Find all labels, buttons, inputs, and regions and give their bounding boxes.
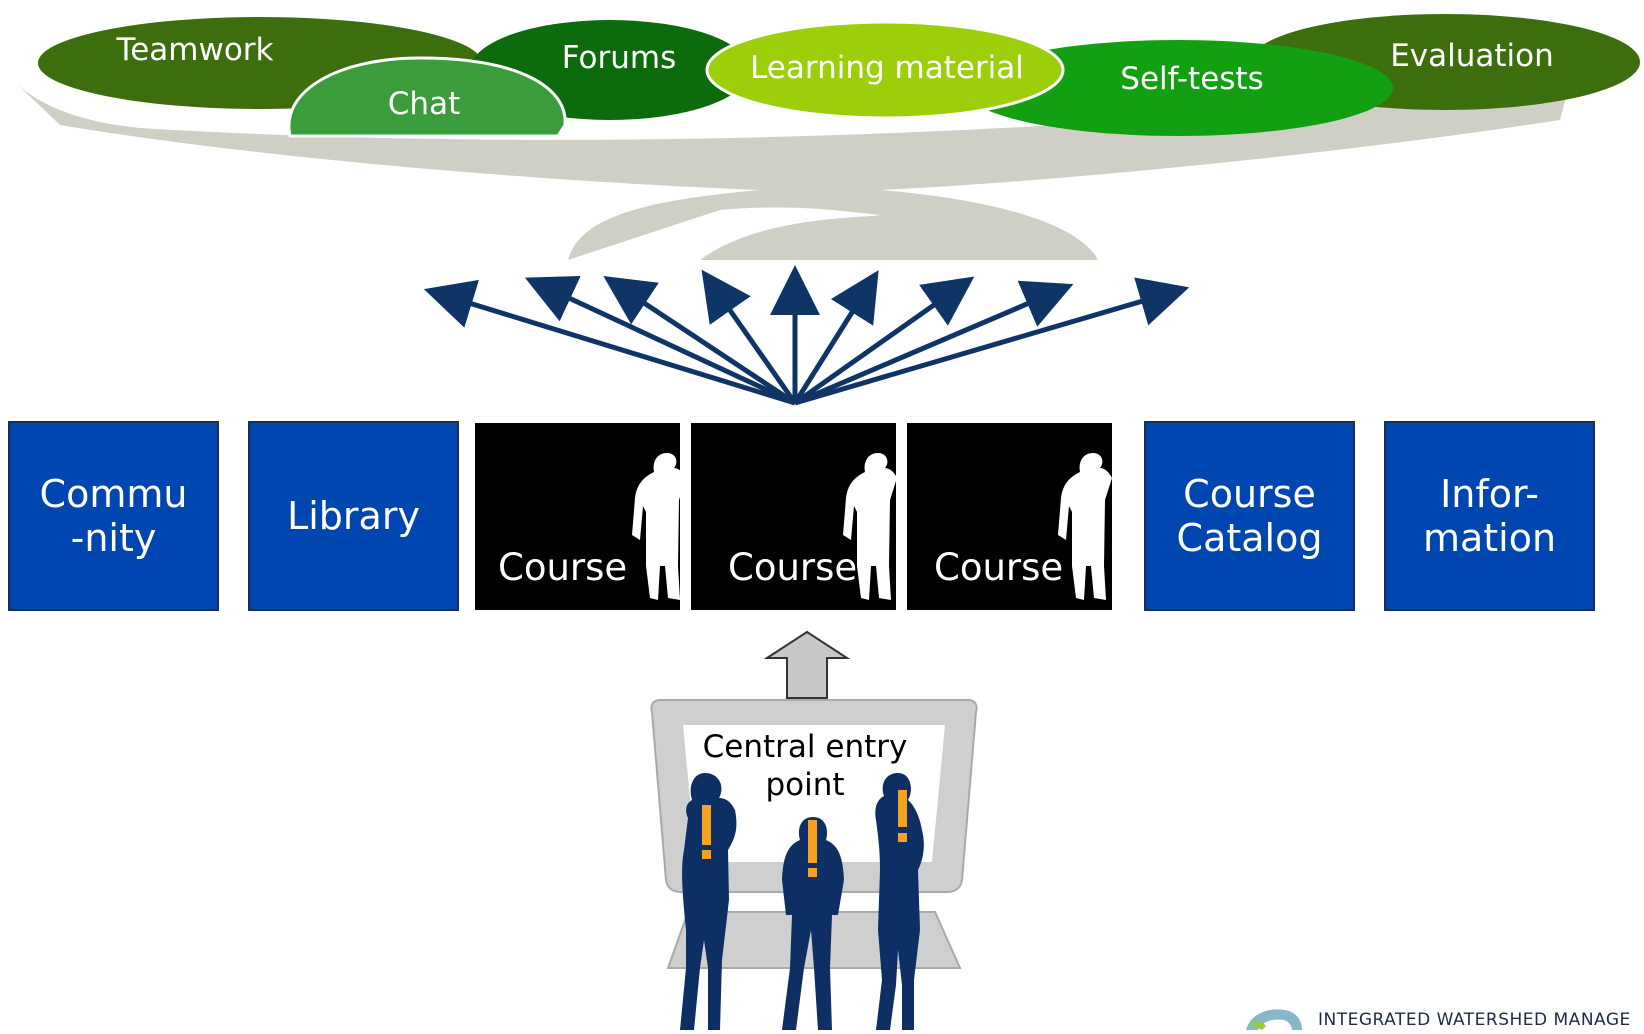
feature-pills	[38, 14, 1640, 138]
pill-learning-material	[705, 20, 1065, 120]
information-label: Infor- mation	[1422, 472, 1557, 560]
up-arrow-icon	[763, 630, 851, 699]
arrow-8	[794, 280, 1074, 406]
exclamation-right-bar	[898, 790, 907, 827]
course-catalog-label: Course Catalog	[1176, 472, 1323, 560]
module-community	[8, 421, 219, 611]
course-label-1: Course	[498, 546, 628, 589]
people-group-icon	[680, 773, 924, 1030]
person-right	[875, 773, 924, 1030]
module-information	[1384, 421, 1595, 611]
pill-chat	[287, 56, 567, 138]
central-entry-label: Central entry point	[702, 729, 908, 803]
course-label-3: Course	[934, 546, 1064, 589]
pill-self-tests	[963, 40, 1393, 136]
person-center	[782, 817, 844, 1030]
label-forums: Forums	[561, 40, 677, 76]
module-library	[248, 421, 459, 611]
person-silhouette-icon	[843, 453, 896, 600]
watershed-logo-icon	[1246, 1009, 1302, 1030]
arrow-3	[603, 275, 797, 406]
label-learning-material: Learning material	[750, 50, 1024, 86]
course-arrows	[423, 265, 1190, 406]
library-label: Library	[287, 494, 420, 538]
community-label: Commu -nity	[39, 472, 188, 560]
exclamation-right-dot	[898, 833, 907, 842]
module-course-catalog	[1144, 421, 1355, 611]
module-course-1	[475, 423, 680, 610]
exclamation-left-bar	[702, 805, 711, 845]
arrow-7	[793, 276, 975, 406]
label-evaluation: Evaluation	[1390, 38, 1554, 74]
arrow-1	[423, 279, 796, 406]
exclamation-center-bar	[808, 820, 817, 863]
person-left	[680, 773, 737, 1030]
arrow-6	[792, 270, 879, 405]
course-label-2: Course	[728, 546, 858, 589]
arrow-4	[701, 269, 798, 405]
person-silhouette-icon	[632, 453, 680, 600]
exclamation-center-dot	[808, 868, 817, 877]
exclamation-marks	[702, 790, 907, 877]
arrow-9	[794, 277, 1190, 406]
exclamation-left-dot	[702, 850, 711, 859]
person-silhouette-icon	[1058, 453, 1112, 600]
arrow-2	[524, 275, 797, 406]
logo-text: INTEGRATED WATERSHED MANAGE	[1318, 1010, 1631, 1030]
label-chat: Chat	[387, 86, 461, 122]
label-teamwork: Teamwork	[116, 32, 274, 68]
label-self-tests: Self-tests	[1120, 61, 1264, 97]
